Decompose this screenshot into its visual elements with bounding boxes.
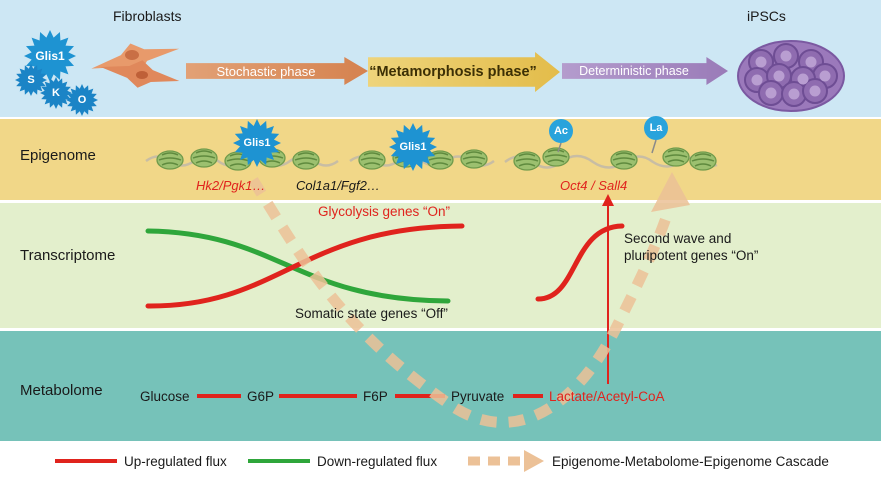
o-factor-burst: O — [66, 84, 98, 116]
legend-cascade-label: Epigenome-Metabolome-Epigenome Cascade — [552, 454, 829, 469]
acetyl-mark: Ac — [549, 119, 573, 143]
ipscs-label: iPSCs — [747, 8, 786, 24]
acetyl-mark-label: Ac — [553, 125, 569, 137]
metabolite-f6p: F6P — [363, 389, 388, 404]
k-factor-burst: K — [40, 77, 72, 109]
metabolite-glucose: Glucose — [140, 389, 190, 404]
transcriptome-title: Transcriptome — [20, 247, 116, 264]
stochastic-phase-label: Stochastic phase — [216, 63, 316, 79]
glis1-factor-label: Glis1 — [35, 49, 65, 63]
o-factor-label: O — [77, 94, 87, 106]
legend-down-label: Down-regulated flux — [317, 454, 438, 469]
glis1-factor-burst: Glis1 — [24, 30, 76, 82]
metamorphosis-phase-arrow: “Metamorphosis phase” — [368, 52, 560, 92]
second-wave-label-line2: pluripotent genes “On” — [624, 248, 759, 263]
s-factor-burst: S — [15, 64, 47, 96]
metabolite-g6p: G6P — [247, 389, 275, 404]
cascade-arrow — [248, 172, 690, 428]
early-genes-label: Hk2/Pgk1… — [196, 178, 266, 193]
lactate-to-epigenome-arrow — [602, 194, 614, 384]
glycolysis-genes-curve — [145, 223, 465, 309]
metamorphosis-phase-label: “Metamorphosis phase” — [369, 64, 537, 80]
fibroblasts-label: Fibroblasts — [113, 8, 182, 24]
epigenome-title: Epigenome — [20, 147, 96, 164]
somatic-off-label: Somatic state genes “Off” — [295, 306, 448, 321]
glis1-chromatin-burst-2: Glis1 — [389, 123, 437, 171]
ipsc-colony — [737, 40, 845, 112]
metabolome-band — [0, 331, 881, 441]
somatic-genes-label: Col1a1/Fgf2… — [296, 178, 380, 193]
metabolite-lactate-acetylcoa: Lactate/Acetyl-CoA — [549, 389, 665, 404]
fibroblast-cells — [91, 43, 180, 88]
metabolite-pyruvate: Pyruvate — [451, 389, 505, 404]
deterministic-phase-label: Deterministic phase — [579, 64, 689, 78]
lactyl-mark-label: La — [649, 122, 663, 134]
glis1-burst2-label: Glis1 — [399, 141, 427, 153]
s-factor-label: S — [27, 74, 35, 86]
pluripotency-genes-label: Oct4 / Sall4 — [560, 178, 628, 193]
glis1-chromatin-burst-1: Glis1 — [233, 119, 281, 167]
chromatin-cluster-3 — [513, 139, 717, 171]
legend-up-label: Up-regulated flux — [124, 454, 227, 469]
second-wave-label-line1: Second wave and — [624, 231, 732, 246]
lactyl-mark: La — [644, 116, 668, 140]
metabolome-title: Metabolome — [20, 382, 103, 399]
legend-cascade-arrowhead — [524, 450, 544, 472]
second-wave-curve — [535, 223, 625, 302]
glis1-burst1-label: Glis1 — [243, 137, 271, 149]
glycolysis-on-label: Glycolysis genes “On” — [318, 204, 451, 219]
legend-glyphs — [55, 450, 544, 472]
k-factor-label: K — [52, 87, 60, 99]
